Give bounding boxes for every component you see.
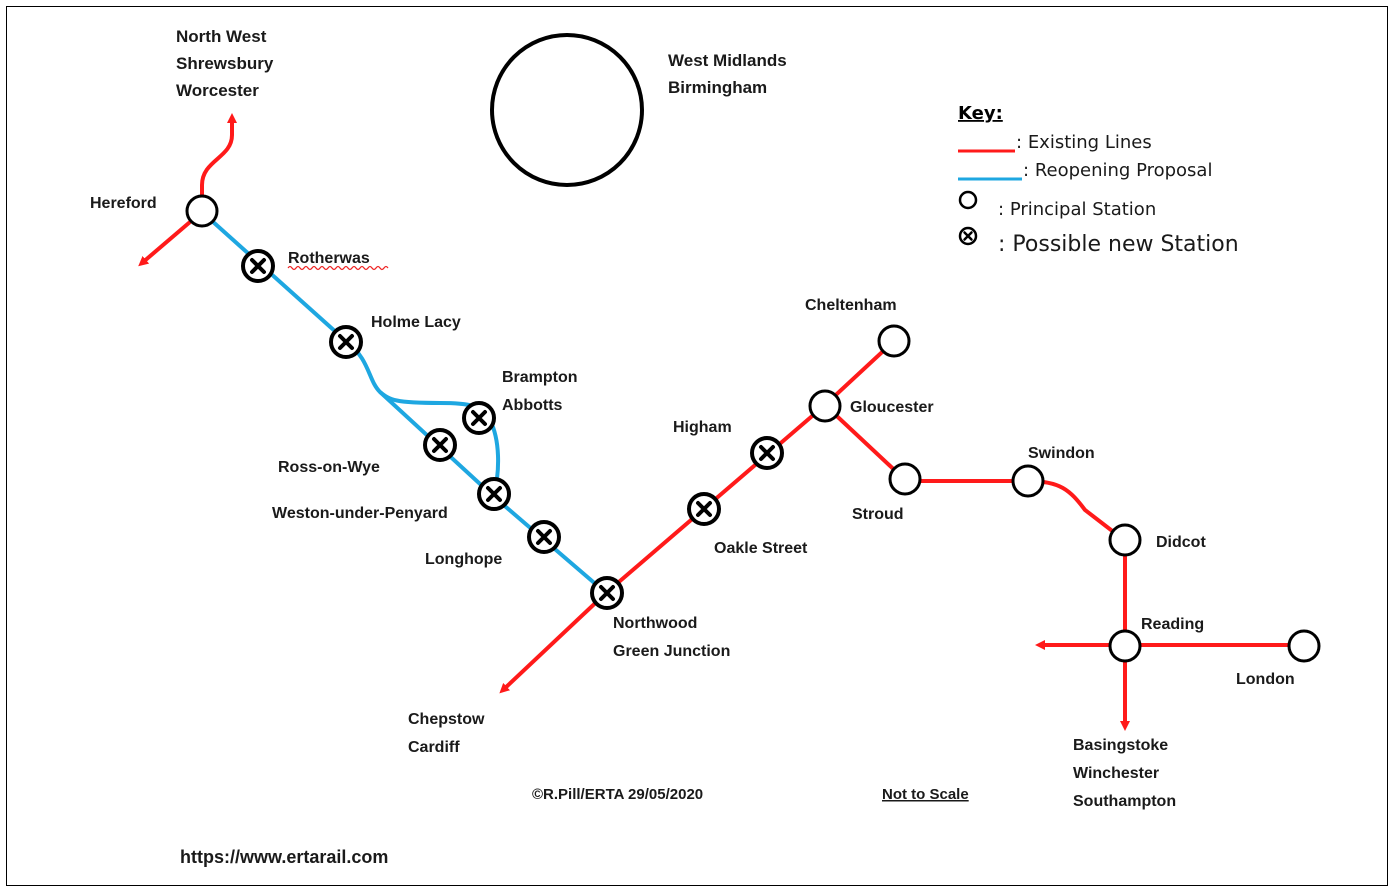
label-longhope: Longhope xyxy=(425,551,502,568)
dest-north-2: Shrewsbury xyxy=(176,54,274,73)
label-ross-on-wye: Ross-on-Wye xyxy=(278,459,380,476)
northwood-cardiff-line xyxy=(499,591,608,694)
dest-south-3: Southampton xyxy=(1073,793,1176,810)
region-name: West Midlands xyxy=(668,51,787,70)
label-oakle-street: Oakle Street xyxy=(714,540,808,557)
dest-north-3: Worcester xyxy=(176,81,259,100)
svg-text:: Principal Station: : Principal Station xyxy=(998,199,1156,220)
station-higham[interactable] xyxy=(750,436,784,470)
station-reading[interactable] xyxy=(1108,629,1142,663)
label-hereford: Hereford xyxy=(90,195,157,212)
website-url[interactable]: https://www.ertarail.com xyxy=(180,847,388,867)
station-oakle-street[interactable] xyxy=(687,492,721,526)
station-london[interactable] xyxy=(1287,629,1321,663)
label-higham: Higham xyxy=(673,419,732,436)
gloucester-stroud-line xyxy=(823,403,905,480)
legend-title: Key: xyxy=(958,103,1003,124)
station-ross-on-wye[interactable] xyxy=(423,428,457,462)
destination-labels: North West Shrewsbury Worcester Chepstow… xyxy=(176,27,1176,810)
station-rotherwas[interactable] xyxy=(241,249,275,283)
label-london: London xyxy=(1236,671,1295,688)
label-stroud: Stroud xyxy=(852,506,904,523)
label-swindon: Swindon xyxy=(1028,445,1095,462)
legend-possible-label: Possible new Station xyxy=(1012,232,1238,257)
label-weston-under-penyard: Weston-under-Penyard xyxy=(272,505,448,522)
svg-text:: Reopening Proposal: : Reopening Proposal xyxy=(1023,160,1212,181)
label-holme-lacy: Holme Lacy xyxy=(371,314,461,331)
station-northwood-green-junction[interactable] xyxy=(590,576,624,610)
label-brampton-line2: Abbotts xyxy=(502,397,563,414)
scale-note: Not to Scale xyxy=(882,786,969,803)
dest-southwest-1: Chepstow xyxy=(408,711,485,728)
dest-southwest-2: Cardiff xyxy=(408,739,460,756)
legend-possible-icon xyxy=(958,226,978,246)
legend-principal-label: Principal Station xyxy=(1010,199,1156,220)
legend: Key: : Existing Lines : Reopening Propos… xyxy=(958,103,1239,257)
rotherwas-spellcheck-underline xyxy=(287,265,389,271)
station-brampton-abbotts[interactable] xyxy=(462,401,496,435)
map-frame xyxy=(6,6,1388,886)
station-didcot[interactable] xyxy=(1108,523,1142,557)
station-hereford[interactable] xyxy=(185,194,219,228)
legend-existing-label: Existing Lines xyxy=(1028,132,1152,153)
stations xyxy=(185,194,1321,663)
dest-north-1: North West xyxy=(176,27,267,46)
legend-principal-icon xyxy=(958,190,978,210)
label-northwood-line2: Green Junction xyxy=(613,643,730,660)
station-cheltenham[interactable] xyxy=(877,324,911,358)
label-gloucester: Gloucester xyxy=(850,399,934,416)
label-cheltenham: Cheltenham xyxy=(805,297,897,314)
dest-south-1: Basingstoke xyxy=(1073,737,1168,754)
label-reading: Reading xyxy=(1141,616,1204,633)
hereford-north-line xyxy=(200,113,237,210)
hereford-holme-lacy-line xyxy=(200,210,349,344)
station-swindon[interactable] xyxy=(1011,464,1045,498)
legend-proposal-label: Reopening Proposal xyxy=(1035,160,1213,181)
svg-text:: Existing Lines: : Existing Lines xyxy=(1016,132,1152,153)
station-holme-lacy[interactable] xyxy=(329,325,363,359)
station-longhope[interactable] xyxy=(527,520,561,554)
region-subtitle: Birmingham xyxy=(668,78,767,97)
label-didcot: Didcot xyxy=(1156,534,1206,551)
label-northwood-line1: Northwood xyxy=(613,615,697,632)
swindon-didcot-line xyxy=(1027,479,1126,542)
dest-south-2: Winchester xyxy=(1073,765,1159,782)
region-circle xyxy=(490,33,644,187)
svg-text:: Possible new Station: : Possible new Station xyxy=(998,232,1239,257)
copyright-text: ©R.Pill/ERTA 29/05/2020 xyxy=(532,786,703,803)
station-labels: Hereford Rotherwas Holme Lacy Brampton A… xyxy=(90,195,1295,688)
label-rotherwas: Rotherwas xyxy=(288,250,370,267)
hereford-southwest-line xyxy=(138,220,192,267)
station-gloucester[interactable] xyxy=(808,389,842,423)
label-brampton-line1: Brampton xyxy=(502,369,578,386)
station-stroud[interactable] xyxy=(888,462,922,496)
station-weston-under-penyard[interactable] xyxy=(477,477,511,511)
